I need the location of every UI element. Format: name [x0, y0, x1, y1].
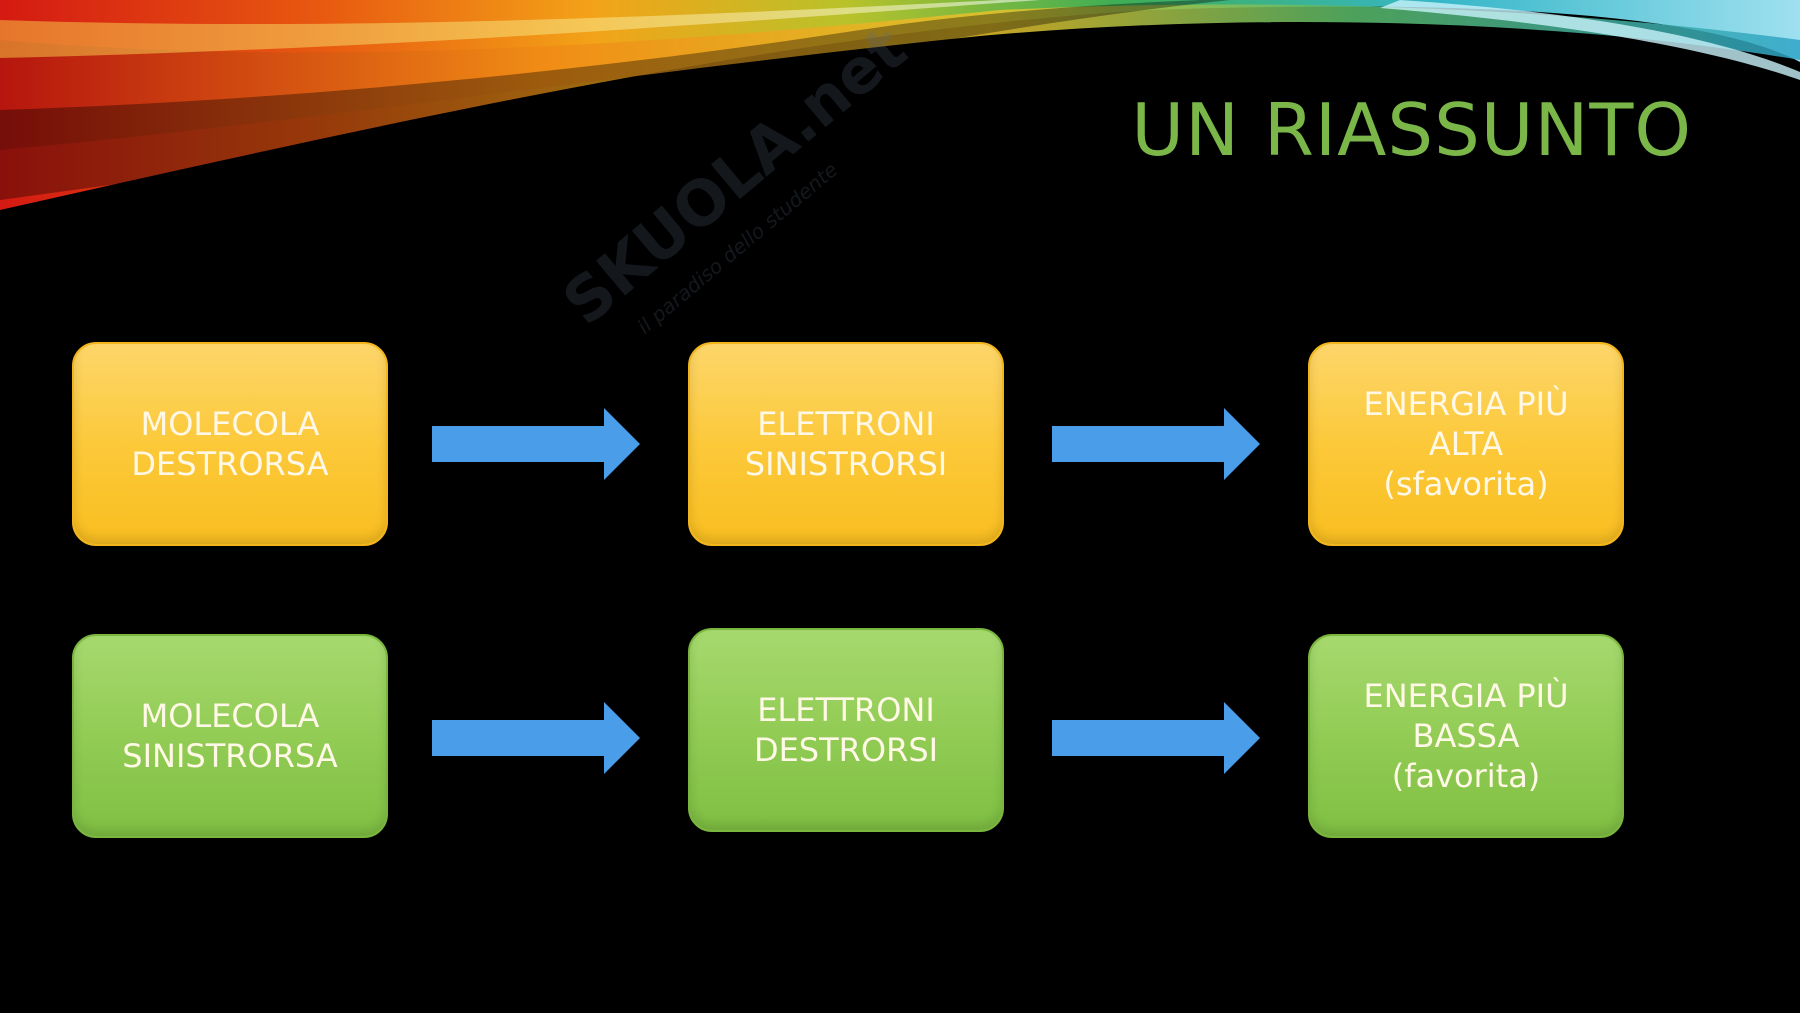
box-molecola-sinistrorsa: MOLECOLA SINISTRORSA [72, 634, 388, 838]
arrow-right-icon [432, 702, 640, 774]
box-molecola-destrorsa: MOLECOLA DESTRORSA [72, 342, 388, 546]
arrow-right-icon [1052, 408, 1260, 480]
decorative-swoosh [0, 0, 1800, 210]
box-energia-alta: ENERGIA PIÙ ALTA (sfavorita) [1308, 342, 1624, 546]
box-elettroni-sinistrorsi: ELETTRONI SINISTRORSI [688, 342, 1004, 546]
box-elettroni-destrorsi: ELETTRONI DESTRORSI [688, 628, 1004, 832]
arrow-right-icon [1052, 702, 1260, 774]
slide-title: UN RIASSUNTO [1131, 88, 1692, 172]
box-energia-bassa: ENERGIA PIÙ BASSA (favorita) [1308, 634, 1624, 838]
arrow-right-icon [432, 408, 640, 480]
